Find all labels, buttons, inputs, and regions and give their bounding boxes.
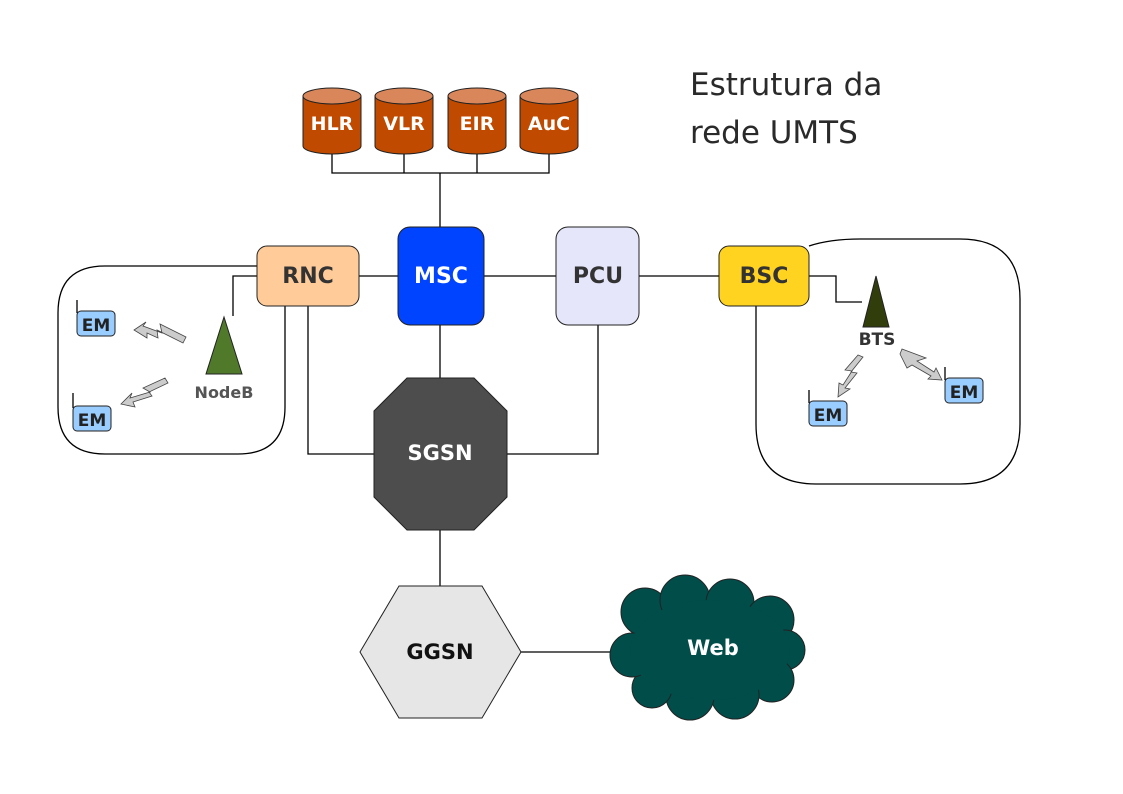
em-label: EM xyxy=(814,406,843,426)
pcu-label: PCU xyxy=(573,264,623,289)
signal-bolt-icon xyxy=(899,348,943,381)
rnc-node[interactable]: RNC xyxy=(256,245,360,307)
title-line-1: Estrutura da xyxy=(690,67,882,103)
database-label: EIR xyxy=(460,113,495,135)
em-terminal[interactable]: EM xyxy=(808,400,848,427)
bts-antenna[interactable]: BTS xyxy=(859,275,896,350)
db-bus-line xyxy=(331,153,550,174)
em-terminal[interactable]: EM xyxy=(72,405,112,432)
database-vlr[interactable]: VLR xyxy=(374,87,434,155)
msc-node[interactable]: MSC xyxy=(397,226,485,326)
em-terminal[interactable]: EM xyxy=(944,377,984,404)
signal-bolt-icon xyxy=(133,321,187,344)
utran-region xyxy=(57,265,286,455)
database-label: HLR xyxy=(311,113,354,135)
nodeb-label: NodeB xyxy=(195,383,254,402)
rnc-sgsn-line xyxy=(307,306,374,455)
signal-group xyxy=(120,321,943,408)
msc-label: MSC xyxy=(414,264,468,289)
database-label: VLR xyxy=(383,113,425,135)
rnc-nodeb-line xyxy=(232,275,258,316)
database-eir[interactable]: EIR xyxy=(447,87,507,155)
signal-bolt-icon xyxy=(837,354,864,398)
title-line-2: rede UMTS xyxy=(690,115,858,151)
em-terminal[interactable]: EM xyxy=(76,310,116,337)
antenna-icon xyxy=(205,315,243,375)
geran-region xyxy=(755,238,1021,485)
connector-lines xyxy=(72,153,946,653)
database-label: AuC xyxy=(528,113,570,135)
database-hlr[interactable]: HLR xyxy=(302,87,362,155)
database-auc[interactable]: AuC xyxy=(519,87,579,155)
bsc-node[interactable]: BSC xyxy=(718,245,810,307)
web-cloud[interactable]: Web xyxy=(609,574,806,721)
signal-bolt-icon xyxy=(120,377,169,408)
bsc-bts-line xyxy=(809,275,862,303)
database-group: HLR VLR EIR AuC xyxy=(302,87,579,155)
ggsn-label: GGSN xyxy=(406,640,473,664)
pcu-sgsn-line xyxy=(507,325,599,455)
pcu-node[interactable]: PCU xyxy=(555,226,640,326)
sgsn-node[interactable]: SGSN xyxy=(373,377,508,531)
diagram-title: Estrutura da rede UMTS xyxy=(690,67,882,151)
rnc-label: RNC xyxy=(282,264,334,289)
web-label: Web xyxy=(687,636,739,660)
ggsn-node[interactable]: GGSN xyxy=(359,585,522,719)
em-label: EM xyxy=(82,316,111,336)
bts-label: BTS xyxy=(859,330,896,350)
nodeb-antenna[interactable]: NodeB xyxy=(195,315,254,402)
sgsn-label: SGSN xyxy=(407,441,472,465)
em-label: EM xyxy=(950,383,979,403)
em-label: EM xyxy=(78,411,107,431)
antenna-icon xyxy=(862,275,890,328)
bsc-label: BSC xyxy=(740,264,789,289)
